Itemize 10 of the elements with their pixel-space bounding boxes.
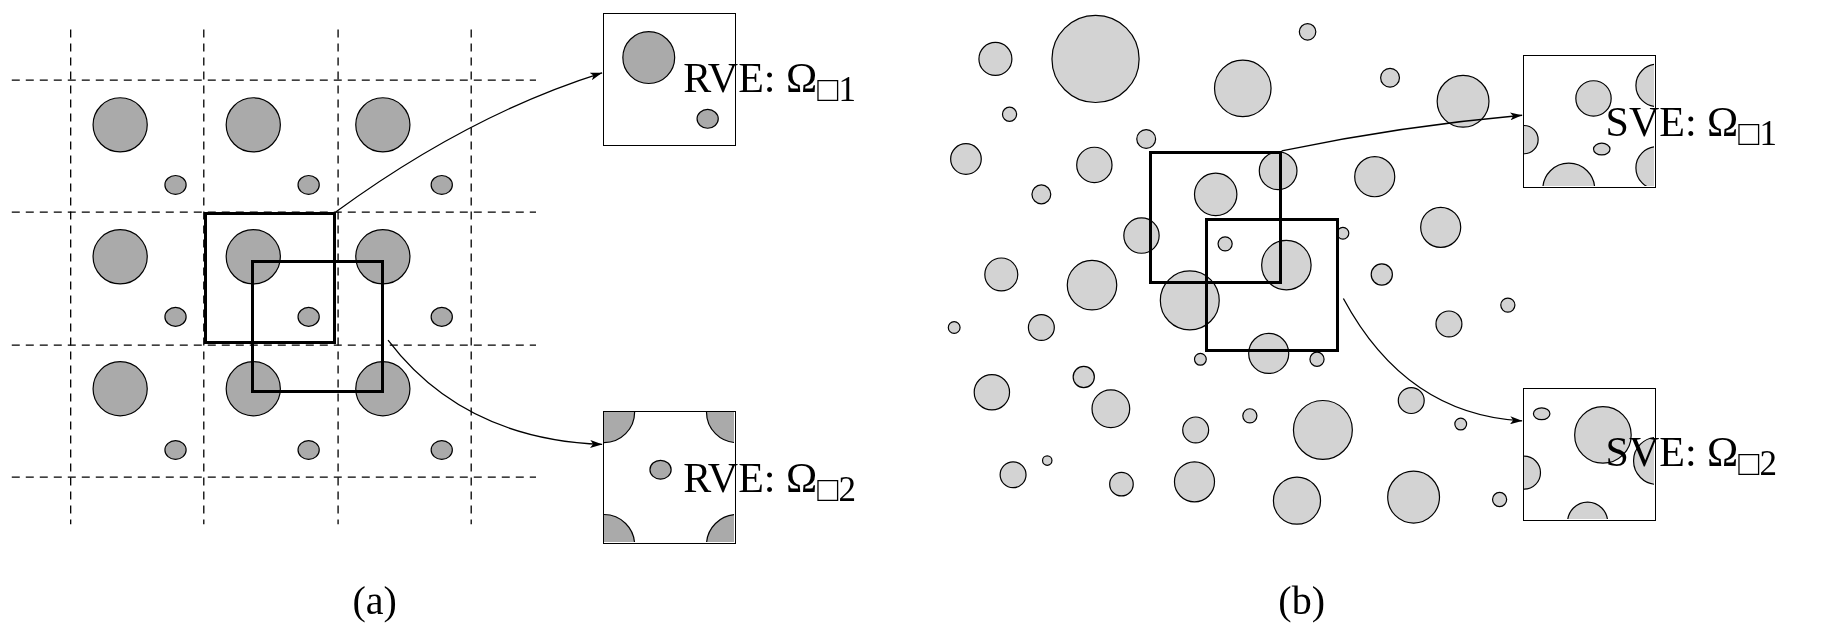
sampling-window bbox=[250, 260, 384, 394]
panel-label: (b) bbox=[1278, 580, 1325, 621]
curved-arrow bbox=[335, 72, 603, 213]
sampling-window bbox=[1205, 217, 1340, 353]
curved-arrow bbox=[387, 339, 603, 448]
curved-arrow bbox=[1281, 112, 1523, 152]
panel-label: (a) bbox=[352, 580, 397, 621]
sampling-window bbox=[203, 212, 336, 344]
curved-arrow bbox=[1342, 297, 1523, 424]
sampling-window bbox=[1148, 150, 1282, 284]
